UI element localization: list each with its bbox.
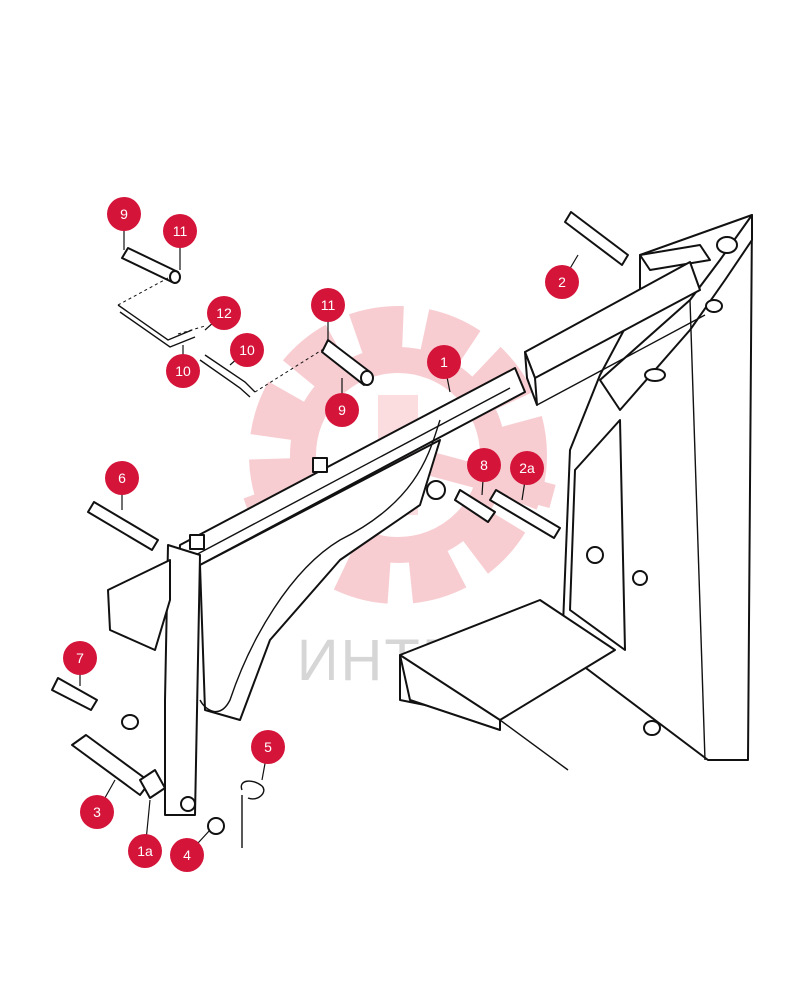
main-frame <box>107 214 753 816</box>
callout-label-c-9b: 9 <box>338 402 346 418</box>
callout-badge-c-9a <box>107 197 141 231</box>
callout-label-c-1: 1 <box>440 354 448 370</box>
callout-label-c-3: 3 <box>93 804 101 820</box>
callout-badge-c-8 <box>467 448 501 482</box>
callout-label-c-10b: 10 <box>239 342 255 358</box>
callout-label-c-9a: 9 <box>120 206 128 222</box>
callout-badge-c-4 <box>170 838 204 872</box>
callout-badge-c-2a <box>510 451 544 485</box>
callout-badge-c-10a <box>166 354 200 388</box>
pins-and-hardware <box>51 211 629 848</box>
callout-badge-c-9b <box>325 393 359 427</box>
callout-label-c-2a: 2a <box>519 460 535 476</box>
callout-label-c-11b: 11 <box>321 297 336 313</box>
callout-label-c-11a: 11 <box>173 223 188 239</box>
callout-badge-c-1a <box>128 834 162 868</box>
callout-label-c-1a: 1a <box>137 843 153 859</box>
callout-label-c-2: 2 <box>558 274 566 290</box>
callout-badge-c-11a <box>163 214 197 248</box>
callout-badge-c-7 <box>63 641 97 675</box>
callout-label-c-7: 7 <box>76 650 84 666</box>
callout-badge-c-1 <box>427 345 461 379</box>
callout-badge-c-2 <box>545 265 579 299</box>
callout-badge-c-11b <box>311 288 345 322</box>
callout-badge-c-3 <box>80 795 114 829</box>
callout-badge-c-10b <box>230 333 264 367</box>
callout-badge-c-5 <box>251 730 285 764</box>
callout-badge-c-6 <box>105 461 139 495</box>
callout-label-c-6: 6 <box>118 470 126 486</box>
callout-label-c-8: 8 <box>480 457 488 473</box>
callout-badge-c-12 <box>207 296 241 330</box>
callout-label-c-10a: 10 <box>175 363 191 379</box>
callout-label-c-5: 5 <box>264 739 272 755</box>
callout-label-c-12: 12 <box>216 305 232 321</box>
callout-label-c-4: 4 <box>183 847 191 863</box>
